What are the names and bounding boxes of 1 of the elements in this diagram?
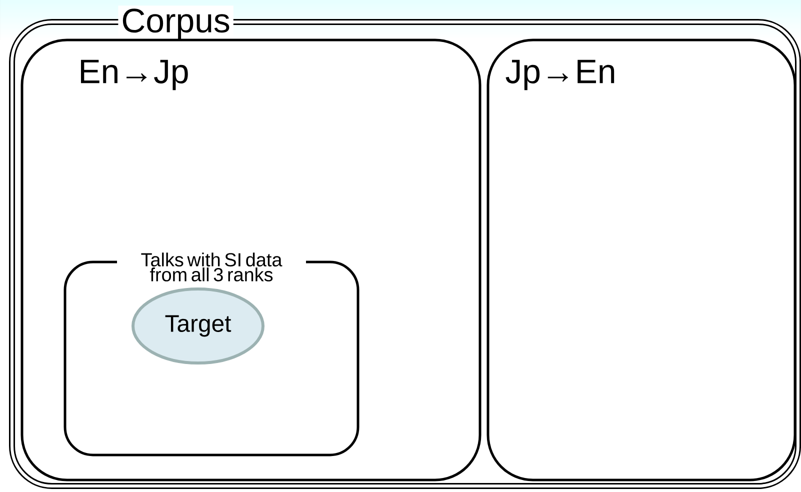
group-box: Jp→En: [486, 38, 796, 482]
